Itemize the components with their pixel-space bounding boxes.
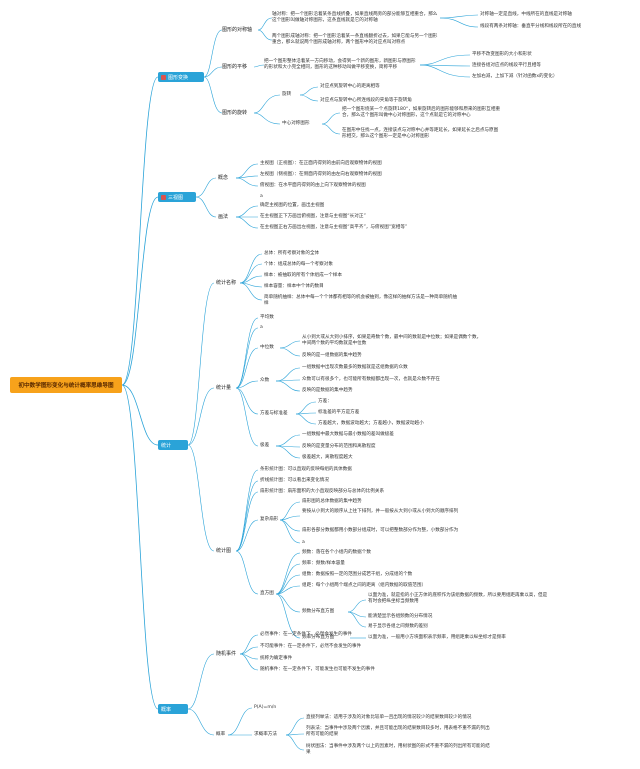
node-rate-histogram-1: 以面为准，一般用小方块面积表示频率，用组距乘以纵坐标才是频率 <box>368 635 506 640</box>
node-translation-point-2: 连接各组对应点的线段平行且相等 <box>472 63 541 68</box>
node-draw-2: 在主视图正下方画出俯视图，注意与主视图“长对正” <box>260 214 366 219</box>
node-views-concept[interactable]: 概念 <box>218 175 229 181</box>
node-stats-quantities[interactable]: 统计量 <box>216 385 232 391</box>
node-variance-3: 方差越大，数据波动越大；方差越小，数据波动越小 <box>318 421 424 426</box>
node-method-list: 直接列举法：适用于涉及的对象比较单一且出现的情况较少的结果数目较少的情况 <box>306 715 472 720</box>
node-rotation-a2: 对应点与旋转中心所连线段的夹角等于旋转角 <box>320 98 412 103</box>
node-random-event: 随机事件：在一定条件下，可能发生也可能不发生的事件 <box>260 667 375 672</box>
node-symmetry-text-2: 两个图形成轴对称：把一个图形沿着某一条直线翻折过去，如果它能与另一个图形重合，那… <box>272 34 438 45</box>
node-certain-event: 必然事件：在一定条件下，必然会发生的事件 <box>260 632 352 637</box>
node-view-left: 左视图（侧视图）：在侧面内得到的由左向右观察物体的视图 <box>260 172 382 177</box>
node-prob-sub[interactable]: 概率 <box>216 732 226 737</box>
node-draw-3: 在主视图正右方画出左视图，注意与主视图“高平齐”，与俯视图“宽相等” <box>260 225 408 230</box>
node-complex-pie-a: a <box>302 540 305 545</box>
node-stats-names[interactable]: 统计名称 <box>216 280 237 286</box>
node-random-sampling: 简单随机抽样：总体中每一个个体都有相等的机会被抽到，像这样的抽样方法是一种简单随… <box>264 295 457 306</box>
section-transform-label: 图形变换 <box>168 74 189 81</box>
node-sample: 样本：被抽取的所有个体组成一个样本 <box>264 273 343 278</box>
node-individual: 个体：组成总体的每一个考察对象 <box>264 262 333 267</box>
node-sample-size: 样本容量：样本中个体的数目 <box>264 284 324 289</box>
node-freq-histogram-1: 以面为准，就是指的小正方体的底积作为该组数据的频数，所以要用组距再乘以高，但是有… <box>368 593 548 604</box>
node-rate-histogram[interactable]: 频率分布直方图 <box>302 635 335 640</box>
node-bar-chart: 条形统计图：可以直观的反映每组的具体数据 <box>260 467 352 472</box>
root-node[interactable]: 初中数学图形变化与统计概率思维导图 <box>10 377 122 393</box>
node-group-width: 组距：每个小组两个端点之间的距离（组内数据的取值范围） <box>302 583 427 588</box>
node-mode-1: 一组数据中出现次数最多的数据就是这组数据的众数 <box>302 365 408 370</box>
node-views-a: a <box>260 194 263 199</box>
node-mean-a: a <box>260 325 263 330</box>
node-rate: 频率：频数/样本容量 <box>302 561 345 566</box>
section-transform[interactable]: 图形变换 <box>158 72 204 82</box>
section-prob-label: 概率 <box>161 706 172 713</box>
node-range-2: 反映的是变量分布的范围和离散程度 <box>302 444 376 449</box>
node-complex-pie-1: 扇形图的总体数据的集中趋势 <box>302 499 362 504</box>
node-impossible-event: 不可能事件：在一定条件下，必然不会发生的事件 <box>260 644 362 649</box>
section-views-label: 三视图 <box>168 194 184 201</box>
node-central-symmetry-2: 在图形中任找一点，连接该点与对称中心并等距延长，如果延长之后点与原图形相交，那么… <box>342 128 499 139</box>
node-range-1: 一组数据中最大数据与最小数据的差叫做极差 <box>302 432 394 437</box>
node-range-3: 极差越大，离散程度越大 <box>302 455 353 460</box>
node-mode-2: 众数可以有很多个，也可能所有数据都出现一次，也就是众数不存在 <box>302 377 440 382</box>
node-translation-text: 把一个图形整体沿着某一方向移动，会得到一个新的图形，新图形与原图形的形状和大小完… <box>264 59 416 70</box>
node-population: 总体：所有考察对象的全体 <box>264 251 320 256</box>
node-mode-3: 反映的是数据的集中趋势 <box>302 388 353 393</box>
node-rotation-a1: 对应点到旋转中心的距离相等 <box>320 84 380 89</box>
node-views-draw[interactable]: 画法 <box>218 214 229 220</box>
node-symmetry[interactable]: 图形的对称轴 <box>222 27 253 33</box>
node-central-symmetry-1: 把一个图形绕某一个点旋转180°，如果旋转后的图形能够和原来的图形互相重合，那么… <box>342 107 501 118</box>
section-stats[interactable]: 统计 <box>158 440 188 450</box>
node-median-2: 反映的是一组数据的集中趋势 <box>302 353 362 358</box>
node-central-symmetry[interactable]: 中心对称图形 <box>282 121 310 126</box>
node-mean[interactable]: 平均数 <box>260 315 274 320</box>
section-views[interactable]: 三视图 <box>158 192 196 202</box>
node-translation-point-3: 左加右减，上加下减（针对函数x的变化） <box>472 74 558 79</box>
node-method-table: 列表法：当事件中涉及两个因素，并且可能出现的结果数目较多时，用表格不重不漏的列出… <box>306 726 490 737</box>
node-random-events[interactable]: 随机事件 <box>216 651 237 657</box>
node-median[interactable]: 中位数 <box>260 345 274 350</box>
node-symmetry-text-1: 轴对称：把一个图形沿着某条直线折叠，如果直线两旁的部分能够互相重合，那么这个图形… <box>272 12 438 23</box>
node-variance-1: 方差： <box>318 399 332 404</box>
node-method-tree: 树状图法：当事件中涉及两个以上的因素时，用树状图的形式不重不漏的列出所有可能的结… <box>306 744 490 755</box>
node-symmetry-point-1: 对称轴一定是直线，中线所在的直线是对称轴 <box>480 12 572 17</box>
node-freq-histogram-3: 易于显示各组之间频数的差别 <box>368 624 428 629</box>
node-line-chart: 折线统计图：可以看出来变化情况 <box>260 478 329 483</box>
node-histogram[interactable]: 直方图 <box>260 591 274 596</box>
node-complex-pie[interactable]: 复杂扇形 <box>260 517 279 522</box>
node-rotation[interactable]: 图形的旋转 <box>222 110 248 116</box>
node-stats-charts[interactable]: 统计图 <box>216 548 232 554</box>
node-complex-pie-2: 要按从小到大的顺序从上往下排列，并一般按从大到小或从小到大的顺序排列 <box>302 509 459 514</box>
node-symmetry-point-2: 线段有两条对称轴：垂直平分线和线段所在的直线 <box>480 24 582 29</box>
node-draw-1: 确定主视图的位置，画出主视图 <box>260 203 325 208</box>
node-variance-2: 标准差的平方是方差 <box>318 410 360 415</box>
node-pie-chart: 扇形统计图：扇形面积的大小直观反映部分与总体的比例关系 <box>260 489 385 494</box>
node-prob-formula: P(A)=m/n <box>254 705 277 710</box>
node-view-front: 主视图（正视图）：在正面内得到的由前向后观察物体的视图 <box>260 161 382 166</box>
node-freq-histogram[interactable]: 频数分布直方图 <box>302 609 335 614</box>
node-frequency: 频数：落在各个小组内的数据个数 <box>302 550 371 555</box>
node-view-top: 俯视图：在水平面内得到的由上向下观察物体的视图 <box>260 183 366 188</box>
node-variance[interactable]: 方差与标准差 <box>260 411 288 416</box>
node-mode[interactable]: 众数 <box>260 378 270 383</box>
node-range[interactable]: 极差 <box>260 443 270 448</box>
section-prob[interactable]: 概率 <box>158 704 188 714</box>
node-translation[interactable]: 图形的平移 <box>222 64 248 70</box>
node-translation-point-1: 平移不改变图形的大小和形状 <box>472 52 532 57</box>
section-stats-label: 统计 <box>161 442 172 449</box>
node-rotation-a[interactable]: 旋转 <box>282 92 292 97</box>
node-prob-methods[interactable]: 求概率方法 <box>254 732 277 737</box>
node-median-1: 从小到大或从大到小排序，如果是奇数个数，最中间的数就是中位数；如果是偶数个数，中… <box>302 335 482 346</box>
node-freq-histogram-2: 能清楚显示各组频数的分布情况 <box>368 614 433 619</box>
node-complex-pie-3: 扇形各部分数据都用小数部分组成时，可以把整数部分作为整，小数部分作为 <box>302 528 459 533</box>
image-icon <box>161 194 166 200</box>
node-determined-event: 统称为确定事件 <box>260 656 293 661</box>
node-group-count: 组数：数据按照一定的范围分成若干组，分成组的个数 <box>302 572 413 577</box>
image-icon <box>161 74 166 80</box>
